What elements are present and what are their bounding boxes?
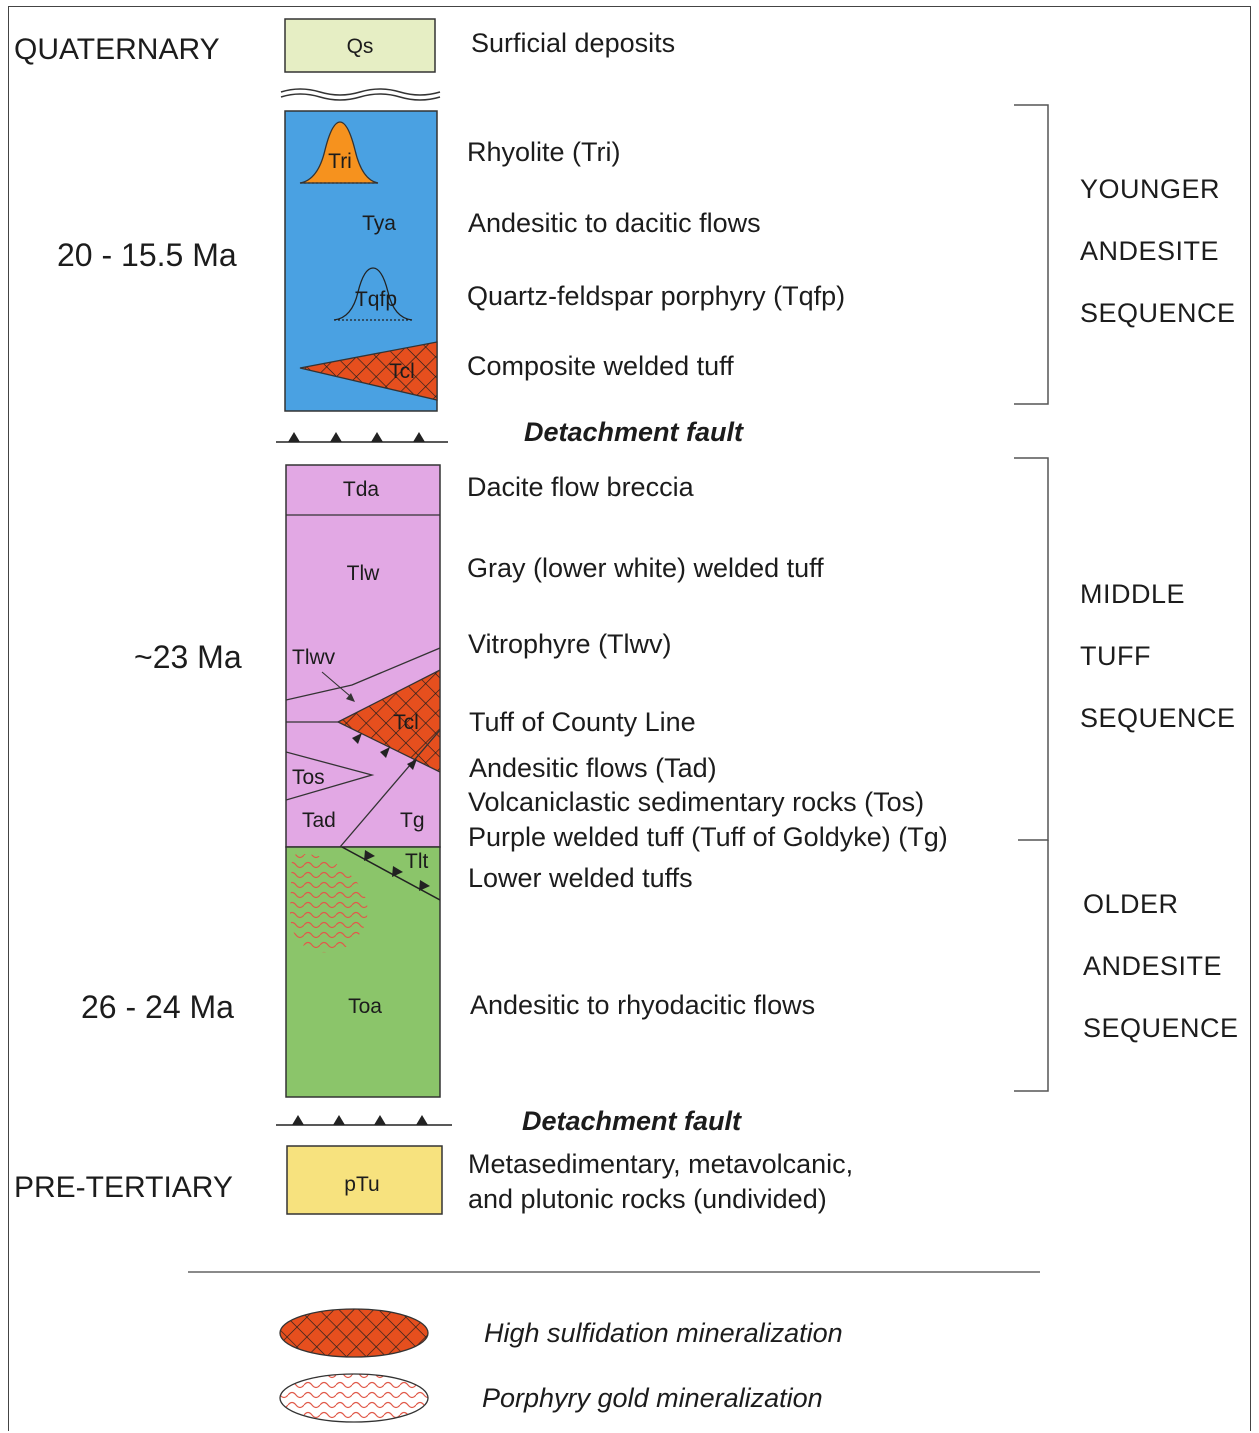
- desc-composite: Composite welded tuff: [467, 351, 734, 381]
- unit-box-ptu: [286, 1145, 443, 1215]
- unit-label-toa: Toa: [348, 995, 382, 1018]
- bracket-middle: [1014, 457, 1049, 841]
- desc-purple-tuff: Purple welded tuff (Tuff of Goldyke) (Tg…: [468, 822, 948, 852]
- desc-surficial: Surficial deposits: [471, 28, 675, 58]
- tos-wedge-outline: [286, 751, 375, 801]
- tuff-of-county-line-wedge: [336, 669, 440, 773]
- fault-tooth: [333, 1115, 345, 1125]
- desc-gray-tuff: Gray (lower white) welded tuff: [467, 553, 824, 583]
- era-label-pre-tertiary: PRE-TERTIARY: [14, 1171, 233, 1204]
- desc-andesitic-rhyodacitic: Andesitic to rhyodacitic flows: [470, 990, 815, 1020]
- age-label-younger: 20 - 15.5 Ma: [57, 237, 237, 273]
- legend-label-porphyry-gold: Porphyry gold mineralization: [482, 1383, 823, 1413]
- figure-frame: [8, 6, 1251, 1431]
- upper-detachment-fault-label: Detachment fault: [524, 417, 744, 447]
- unit-label-tri: Tri: [328, 150, 352, 173]
- unit-label-tlwv: Tlwv: [292, 646, 336, 669]
- bracket-younger: [1014, 104, 1049, 405]
- sequence-middle-line3: SEQUENCE: [1080, 703, 1236, 733]
- unit-label-tcl: Tcl: [393, 711, 419, 734]
- desc-pre-tertiary-line2: and plutonic rocks (undivided): [468, 1184, 827, 1214]
- composite-tuff-wedge: [299, 341, 438, 401]
- porphyry-dome-shape: [333, 267, 413, 321]
- fault-tooth: [392, 866, 403, 877]
- tlt-fault-line: [341, 847, 440, 901]
- unit-label-tlw: Tlw: [347, 562, 380, 585]
- unit-label-qs: Qs: [347, 35, 374, 58]
- unit-label-tya: Tya: [362, 212, 396, 235]
- fault-tooth: [330, 432, 342, 442]
- desc-pre-tertiary-line1: Metasedimentary, metavolcanic,: [468, 1149, 853, 1179]
- contact-line: [286, 647, 440, 701]
- fault-tooth: [413, 432, 425, 442]
- desc-dacite-breccia: Dacite flow breccia: [467, 472, 695, 502]
- unit-box-qs: [284, 18, 436, 73]
- rhyolite-dome-shape: [299, 121, 379, 184]
- desc-county-line: Tuff of County Line: [469, 707, 696, 737]
- unit-box-middle-tuff: [285, 464, 441, 848]
- desc-volcaniclastic: Volcaniclastic sedimentary rocks (Tos): [468, 787, 924, 817]
- legend-swatch-porphyry-gold: [279, 1373, 429, 1423]
- desc-lower-welded: Lower welded tuffs: [468, 863, 693, 893]
- unconformity-line: [280, 88, 441, 96]
- age-label-middle: ~23 Ma: [134, 639, 242, 675]
- unit-label-ptu: pTu: [344, 1173, 379, 1196]
- leader-line-tlwv: [321, 671, 351, 697]
- desc-andesitic-dacitic: Andesitic to dacitic flows: [468, 208, 761, 238]
- sequence-older-line3: SEQUENCE: [1083, 1013, 1239, 1043]
- fault-tooth: [407, 759, 417, 770]
- legend-swatch-high-sulfidation: [279, 1308, 429, 1358]
- sequence-older-line1: OLDER: [1083, 889, 1179, 919]
- fault-tooth: [416, 1115, 428, 1125]
- fault-tooth: [374, 1115, 386, 1125]
- sequence-older-line2: ANDESITE: [1083, 951, 1222, 981]
- porphyry-gold-zone: [290, 854, 368, 953]
- desc-vitrophyre: Vitrophyre (Tlwv): [468, 629, 672, 659]
- desc-rhyolite: Rhyolite (Tri): [467, 137, 621, 167]
- age-label-older: 26 - 24 Ma: [81, 989, 234, 1025]
- unit-label-tcl-upper: Tcl: [389, 360, 415, 383]
- unit-label-tos: Tos: [292, 766, 325, 789]
- fault-tooth: [419, 880, 430, 891]
- fault-tooth: [352, 733, 362, 744]
- sequence-younger-line2: ANDESITE: [1080, 236, 1219, 266]
- unit-label-tlt: Tlt: [405, 850, 428, 873]
- fault-tooth: [288, 432, 300, 442]
- unit-label-tad: Tad: [302, 809, 336, 832]
- desc-qfp: Quartz-feldspar porphyry (Tqfp): [467, 281, 845, 311]
- legend-label-high-sulfidation: High sulfidation mineralization: [484, 1318, 843, 1348]
- sequence-middle-line1: MIDDLE: [1080, 579, 1185, 609]
- desc-andesitic-flows: Andesitic flows (Tad): [469, 753, 717, 783]
- leader-arrowhead: [346, 693, 355, 702]
- fault-tooth: [364, 850, 375, 861]
- contact-line: [339, 729, 440, 847]
- fault-tooth: [380, 747, 390, 758]
- unit-label-tqfp: Tqfp: [355, 288, 397, 311]
- unit-label-tg: Tg: [400, 809, 425, 832]
- fault-tooth: [292, 1115, 304, 1125]
- fault-tooth: [371, 432, 383, 442]
- unconformity-line: [280, 93, 441, 101]
- bracket-older: [1014, 840, 1049, 1092]
- sequence-younger-line1: YOUNGER: [1080, 174, 1220, 204]
- lower-detachment-fault-label: Detachment fault: [522, 1106, 742, 1136]
- sequence-younger-line3: SEQUENCE: [1080, 298, 1236, 328]
- sequence-middle-line2: TUFF: [1080, 641, 1151, 671]
- era-label-quaternary: QUATERNARY: [14, 33, 220, 66]
- unit-box-older-andesite: [285, 846, 441, 1098]
- unit-label-tda: Tda: [343, 478, 380, 501]
